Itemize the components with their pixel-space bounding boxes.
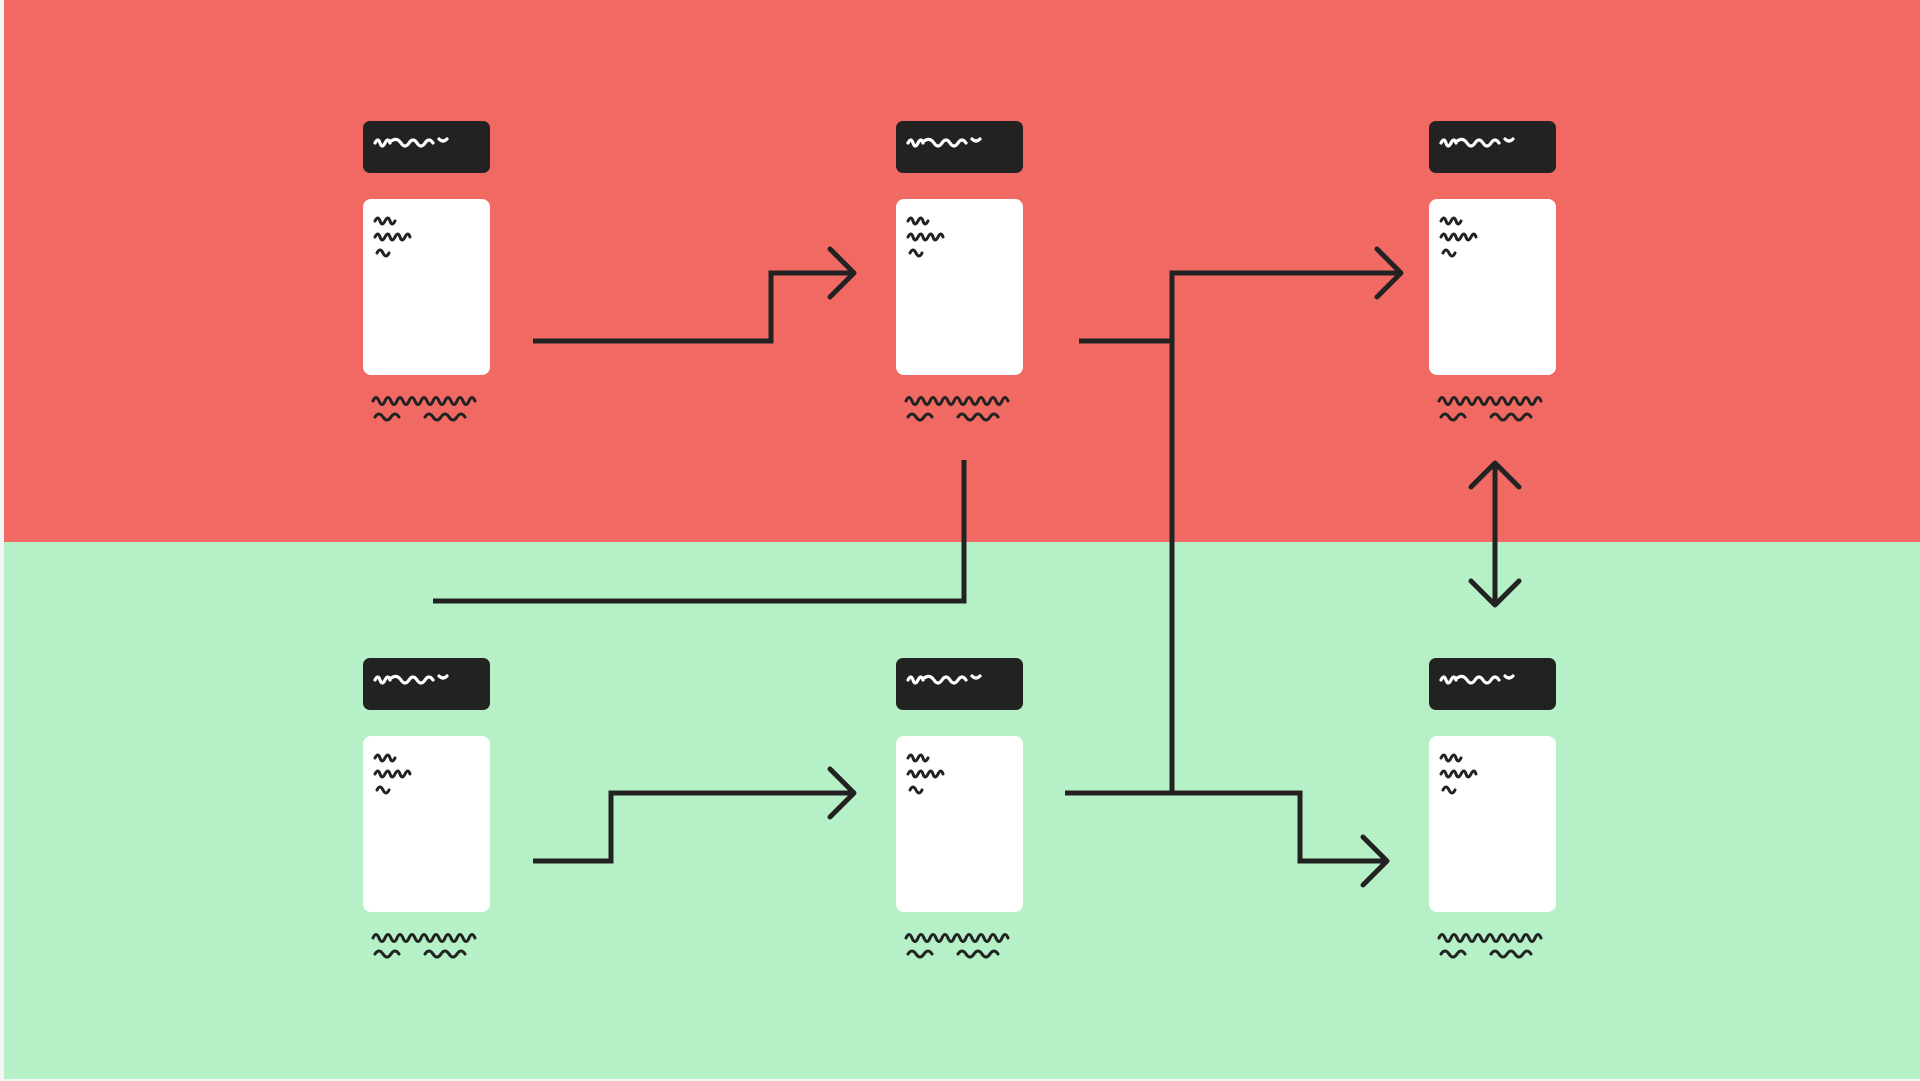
card-top-2[interactable] [896, 121, 1023, 422]
card-body [896, 199, 1023, 375]
card-body-scribble [906, 753, 945, 795]
connector-top2-to-bottom [433, 460, 967, 604]
card-caption-scribble-1 [904, 933, 1010, 943]
card-caption-scribble-1 [904, 396, 1010, 406]
card-body-scribble [373, 216, 412, 258]
connector-top1-to-top2 [533, 270, 854, 344]
card-caption-scribble-2 [906, 949, 1000, 959]
card-body [1429, 736, 1556, 912]
connector-top1-to-top2-arrowhead-end [827, 246, 857, 300]
card-caption-scribble-2 [1439, 412, 1533, 422]
card-caption-scribble-1 [1437, 396, 1543, 406]
connector-top2-to-top3-arrowhead-end [1374, 246, 1404, 300]
card-header-scribble [373, 137, 449, 148]
connector-top3-bottom3-bidirectional-arrowhead-end [1468, 578, 1522, 608]
card-body [363, 199, 490, 375]
card-bottom-1[interactable] [363, 658, 490, 959]
card-body-scribble [373, 753, 412, 795]
card-header-scribble [373, 674, 449, 685]
card-header [896, 658, 1023, 710]
card-header [363, 658, 490, 710]
card-header [1429, 658, 1556, 710]
card-body [363, 736, 490, 912]
connector-bottom1-to-bottom2-arrowhead-end [827, 766, 857, 820]
card-bottom-2[interactable] [896, 658, 1023, 959]
card-caption-scribble-2 [906, 412, 1000, 422]
connector-top2-to-top3 [1079, 270, 1401, 344]
card-caption-scribble-2 [373, 412, 467, 422]
card-header [1429, 121, 1556, 173]
card-caption-scribble-1 [1437, 933, 1543, 943]
card-body [896, 736, 1023, 912]
card-caption-scribble-2 [373, 949, 467, 959]
connector-top3-bottom3-bidirectional-arrowhead-start [1468, 460, 1522, 490]
card-caption-scribble-1 [371, 396, 477, 406]
card-body-scribble [1439, 216, 1478, 258]
card-bottom-3[interactable] [1429, 658, 1556, 959]
connector-bottom1-to-bottom2 [533, 790, 854, 864]
connector-bottom2-to-bottom3-arrowhead-end [1360, 834, 1390, 888]
card-header-scribble [906, 674, 982, 685]
card-top-1[interactable] [363, 121, 490, 422]
card-header-scribble [906, 137, 982, 148]
card-header-scribble [1439, 137, 1515, 148]
card-body [1429, 199, 1556, 375]
card-header [896, 121, 1023, 173]
card-caption-scribble-1 [371, 933, 477, 943]
connector-bottom2-to-bottom3 [1065, 341, 1387, 864]
card-header-scribble [1439, 674, 1515, 685]
card-top-3[interactable] [1429, 121, 1556, 422]
card-caption-scribble-2 [1439, 949, 1533, 959]
card-body-scribble [1439, 753, 1478, 795]
card-header [363, 121, 490, 173]
card-body-scribble [906, 216, 945, 258]
